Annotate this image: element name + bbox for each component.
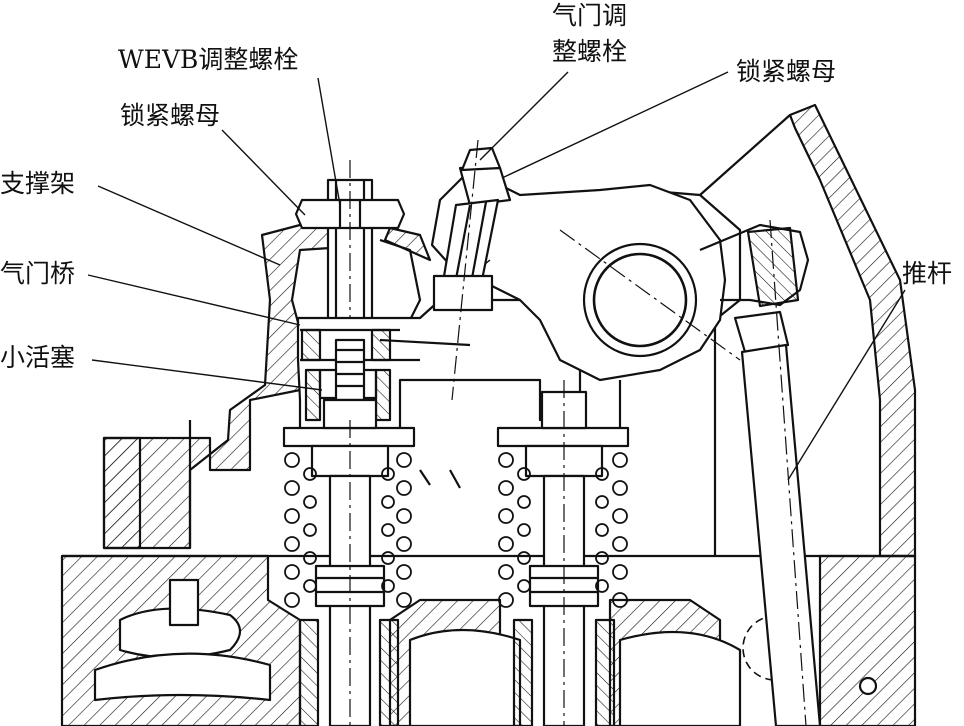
label-support-bracket: 支撑架	[0, 169, 75, 198]
label-valve-bridge: 气门桥	[0, 259, 75, 288]
small-piston	[304, 338, 392, 422]
support-bracket	[102, 223, 432, 550]
left-valve-assembly	[282, 398, 416, 726]
rocker-arm	[430, 168, 810, 382]
labels: WEVB调整螺栓 锁紧螺母 支撑架 气门桥 小活塞 气门调 整螺栓 锁紧螺母 推…	[0, 1, 952, 372]
label-lock-nut-right: 锁紧螺母	[736, 57, 836, 86]
label-small-piston: 小活塞	[0, 343, 75, 372]
valve-adjust-bolt	[419, 139, 512, 489]
rocker-housing	[618, 103, 917, 558]
label-valve-adjust-bolt-line1: 气门调	[552, 1, 627, 30]
label-lock-nut-left: 锁紧螺母	[120, 101, 220, 130]
label-wevb-adjust-bolt: WEVB调整螺栓	[118, 45, 298, 74]
label-valve-adjust-bolt-line2: 整螺栓	[552, 37, 627, 66]
label-push-rod: 推杆	[902, 259, 952, 288]
leader-lines	[87, 71, 906, 481]
cylinder-head	[60, 554, 917, 726]
push-rod	[733, 219, 822, 726]
right-valve-assembly	[496, 380, 630, 726]
